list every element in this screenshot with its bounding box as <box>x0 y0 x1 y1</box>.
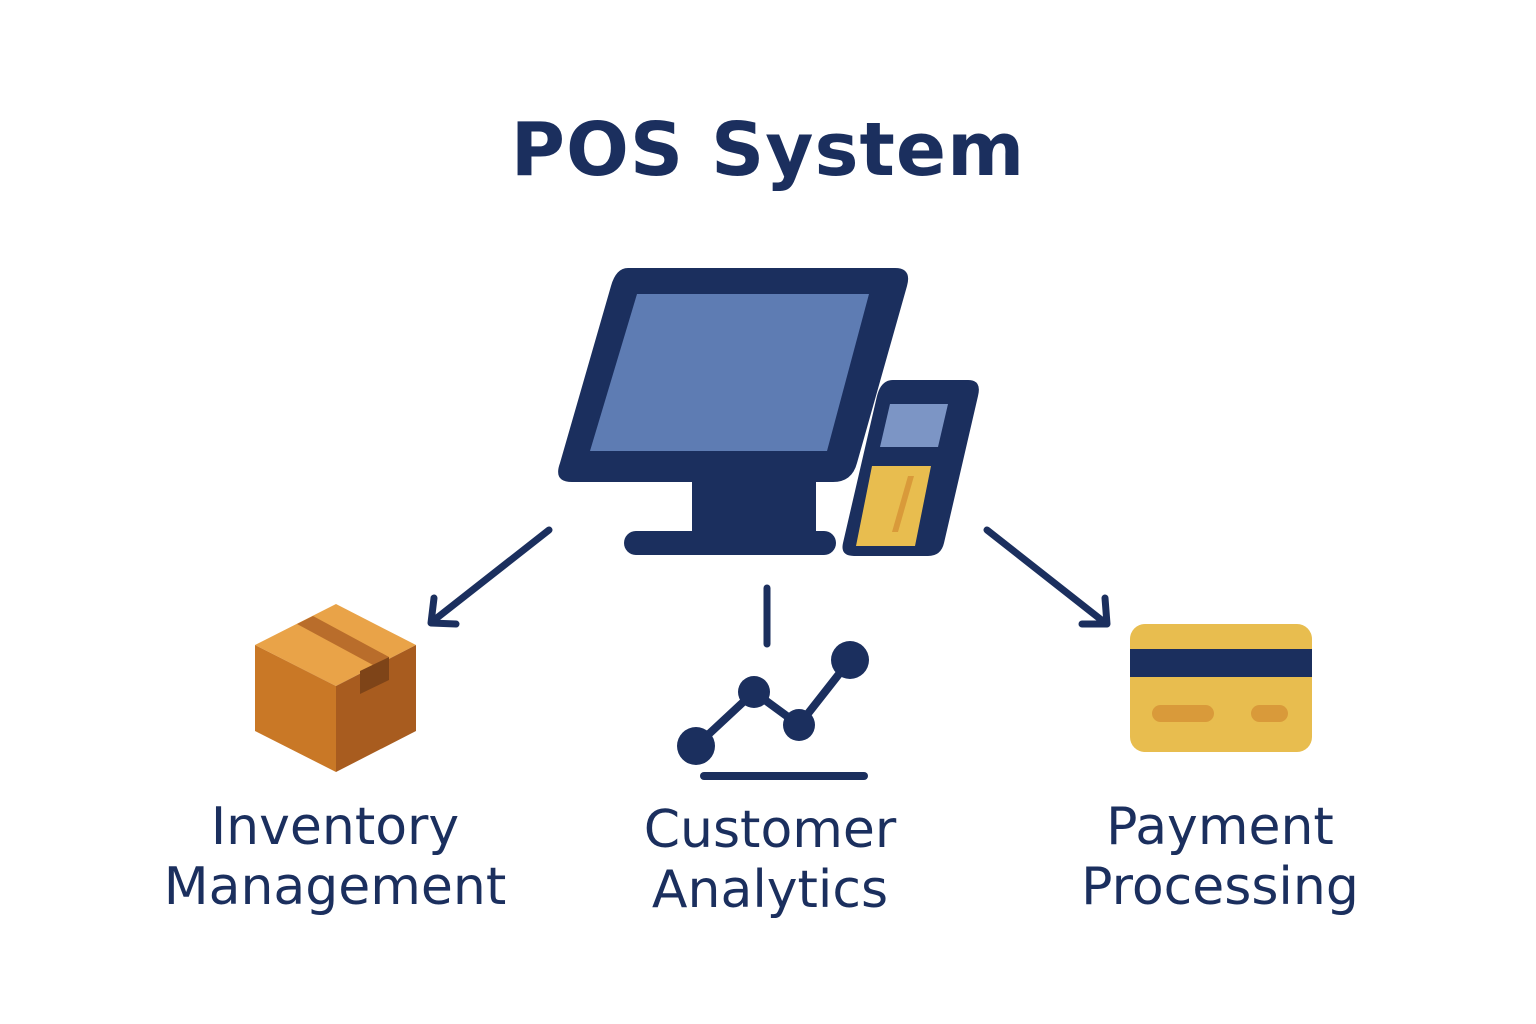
connector-to-payment <box>983 526 1108 626</box>
box-tape-side <box>360 657 389 694</box>
box-left-face <box>255 645 336 772</box>
card-reader-card <box>856 466 931 546</box>
box-icon <box>255 604 416 772</box>
pos-terminal-icon <box>558 268 979 556</box>
card-reader-card-stripe <box>892 476 914 532</box>
box-right-face <box>336 645 416 772</box>
monitor-stand-base <box>624 531 836 555</box>
card-chip-bar-right <box>1251 705 1288 722</box>
inventory-management-label: Inventory Management <box>105 797 565 917</box>
connector-to-inventory <box>429 526 553 625</box>
arrowhead-payment <box>1078 594 1111 628</box>
chart-trend-line <box>693 657 854 749</box>
line-chart-icon <box>677 641 869 780</box>
customer-analytics-label: Customer Analytics <box>540 800 1000 920</box>
analytics-label-line2: Analytics <box>651 860 889 920</box>
card-reader-display <box>880 404 948 447</box>
monitor-screen <box>590 294 869 451</box>
inventory-label-line2: Management <box>163 857 507 917</box>
payment-label-line1: Payment <box>1106 797 1334 857</box>
connector-lines <box>427 526 1111 648</box>
arrowhead-inventory <box>427 594 460 628</box>
card-magnetic-stripe <box>1130 649 1312 677</box>
payment-processing-label: Payment Processing <box>990 797 1450 917</box>
credit-card-icon <box>1130 624 1312 752</box>
diagram-title: POS System <box>510 107 1026 193</box>
chart-point-3 <box>783 709 815 741</box>
box-tape-top <box>297 616 389 665</box>
payment-label-line2: Processing <box>1081 857 1359 917</box>
chart-point-1 <box>677 727 715 765</box>
card-body <box>1130 624 1312 752</box>
analytics-label-line1: Customer <box>643 800 897 860</box>
card-chip-bar-left <box>1152 705 1214 722</box>
inventory-label-line1: Inventory <box>210 797 460 857</box>
chart-point-2 <box>738 676 770 708</box>
chart-point-4 <box>831 641 869 679</box>
